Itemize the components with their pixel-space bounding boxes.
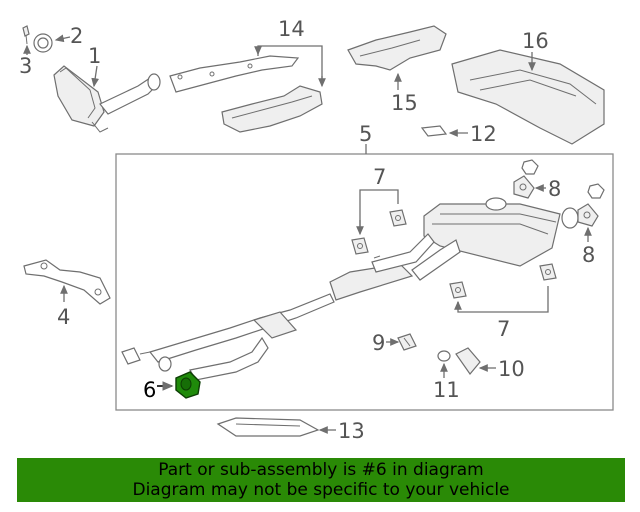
- callout-2[interactable]: 2: [70, 24, 83, 48]
- leader-1: [91, 65, 100, 88]
- part-15-heat-shield[interactable]: [347, 25, 447, 71]
- part-6-highlighted[interactable]: [175, 371, 201, 399]
- callout-5[interactable]: 5: [359, 122, 372, 146]
- part-12-shield[interactable]: [420, 125, 448, 137]
- exhaust-parts-diagram: 2 3 1 14 15 16 12: [19, 17, 614, 443]
- part-8-nut-b[interactable]: [587, 183, 605, 199]
- part-8-isolator-a[interactable]: [513, 175, 535, 199]
- part-8-nut-a[interactable]: [521, 159, 539, 175]
- part-6-companion-ring: [158, 356, 172, 372]
- banner-line-2: Diagram may not be specific to your vehi…: [132, 480, 510, 500]
- callout-8-top[interactable]: 8: [548, 177, 561, 201]
- part-7-hanger-c[interactable]: [449, 281, 467, 299]
- callout-3[interactable]: 3: [19, 54, 32, 78]
- part-7-hanger-d[interactable]: [539, 263, 557, 281]
- leader-7-top: [359, 189, 399, 230]
- callout-8-right[interactable]: 8: [582, 243, 595, 267]
- part-3-stud[interactable]: [22, 25, 30, 45]
- part-1-catalytic-converter[interactable]: [53, 65, 161, 133]
- callout-15[interactable]: 15: [391, 91, 418, 115]
- callout-7-bottom[interactable]: 7: [497, 317, 510, 341]
- callout-13[interactable]: 13: [338, 419, 365, 443]
- leader-2: [54, 34, 71, 43]
- part-14-heat-shield-front[interactable]: [169, 55, 300, 93]
- part-7-hanger-a[interactable]: [351, 237, 369, 255]
- info-banner: Part or sub-assembly is #6 in diagram Di…: [17, 458, 625, 502]
- callout-10[interactable]: 10: [498, 357, 525, 381]
- part-7-hanger-b[interactable]: [389, 209, 407, 227]
- banner-line-1: Part or sub-assembly is #6 in diagram: [158, 460, 484, 480]
- part-10-clamp[interactable]: [455, 347, 481, 375]
- callout-6[interactable]: 6: [143, 378, 156, 402]
- part-2-gasket[interactable]: [33, 33, 53, 53]
- part-14-heat-shield-rear[interactable]: [221, 85, 323, 133]
- callout-1[interactable]: 1: [88, 44, 101, 68]
- part-4-bracket[interactable]: [23, 259, 111, 305]
- callout-14[interactable]: 14: [278, 17, 305, 41]
- callout-12[interactable]: 12: [470, 122, 497, 146]
- part-11-grommet[interactable]: [437, 350, 451, 362]
- part-9-clamp[interactable]: [397, 333, 417, 351]
- callout-4[interactable]: 4: [57, 305, 70, 329]
- part-8-isolator-b[interactable]: [577, 203, 599, 227]
- callout-7-top[interactable]: 7: [373, 165, 386, 189]
- callout-16[interactable]: 16: [522, 29, 549, 53]
- callout-11[interactable]: 11: [433, 378, 460, 402]
- part-13-shield[interactable]: [216, 417, 320, 437]
- assembly-5-box: [115, 153, 614, 411]
- exhaust-pipe-assembly[interactable]: [121, 197, 579, 381]
- leader-7-bottom: [457, 286, 549, 313]
- part-16-heat-shield[interactable]: [451, 49, 605, 145]
- callout-9[interactable]: 9: [372, 331, 385, 355]
